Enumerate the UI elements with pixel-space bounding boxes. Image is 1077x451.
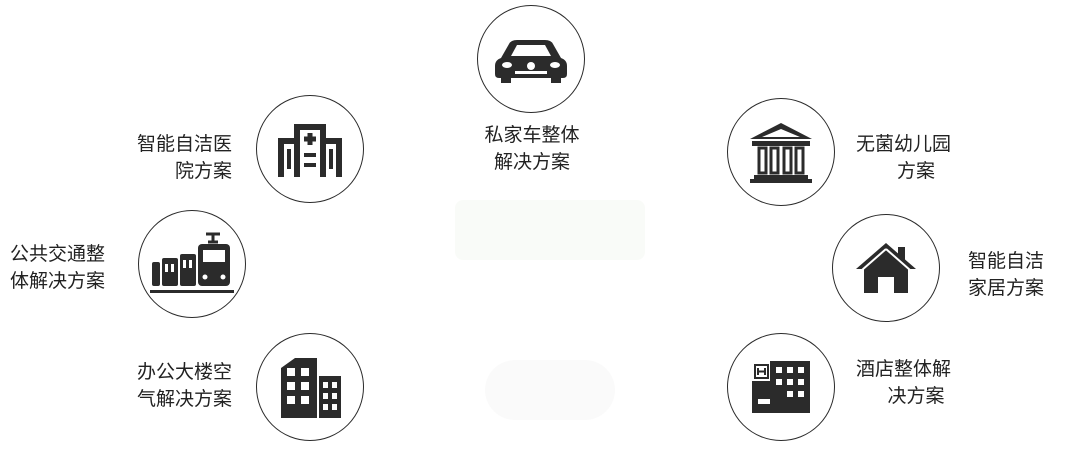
house-label-line2: 家居方案 xyxy=(968,277,1045,299)
train-label-line2: 体解决方案 xyxy=(10,270,106,292)
train-label-line1: 公共交通整 xyxy=(10,243,106,265)
hotel-circle[interactable] xyxy=(727,333,835,441)
hotel-label-line2: 决方案 xyxy=(887,385,945,407)
house-label-line1: 智能自洁 xyxy=(968,250,1045,272)
kindergarten-label-line1: 无菌幼儿园 xyxy=(856,133,952,155)
hospital-icon xyxy=(278,124,342,177)
house-icon xyxy=(856,243,916,293)
hotel-icon xyxy=(752,361,810,413)
car-icon xyxy=(495,40,567,83)
hospital-circle[interactable] xyxy=(256,95,364,203)
kindergarten-icon xyxy=(750,123,812,183)
kindergarten-label-line2: 方案 xyxy=(896,160,935,182)
train-label: 公共交通整 体解决方案 xyxy=(10,241,130,295)
office-label: 办公大楼空 气解决方案 xyxy=(116,359,232,413)
office-label-line1: 办公大楼空 xyxy=(136,361,232,383)
kindergarten-circle[interactable] xyxy=(727,98,835,206)
center-label-line2: 解决方案 xyxy=(493,151,570,173)
kindergarten-label: 无菌幼儿园 方案 xyxy=(856,131,976,185)
hospital-label-line2: 院方案 xyxy=(174,160,232,182)
office-label-line2: 气解决方案 xyxy=(136,388,232,410)
center-label: 私家车整体 解决方案 xyxy=(480,122,584,176)
house-circle[interactable] xyxy=(832,214,940,322)
center-label-line1: 私家车整体 xyxy=(484,124,580,146)
car-circle[interactable] xyxy=(477,5,585,113)
train-icon xyxy=(150,232,234,293)
hotel-label-line1: 酒店整体解 xyxy=(856,358,952,380)
office-building-icon xyxy=(281,358,341,418)
train-circle[interactable] xyxy=(138,210,246,318)
office-circle[interactable] xyxy=(256,333,364,441)
house-label: 智能自洁 家居方案 xyxy=(968,248,1068,302)
center-watermark xyxy=(455,200,645,420)
hospital-label-line1: 智能自洁医 xyxy=(136,133,232,155)
hospital-label: 智能自洁医 院方案 xyxy=(120,131,232,185)
hotel-label: 酒店整体解 决方案 xyxy=(856,356,976,410)
